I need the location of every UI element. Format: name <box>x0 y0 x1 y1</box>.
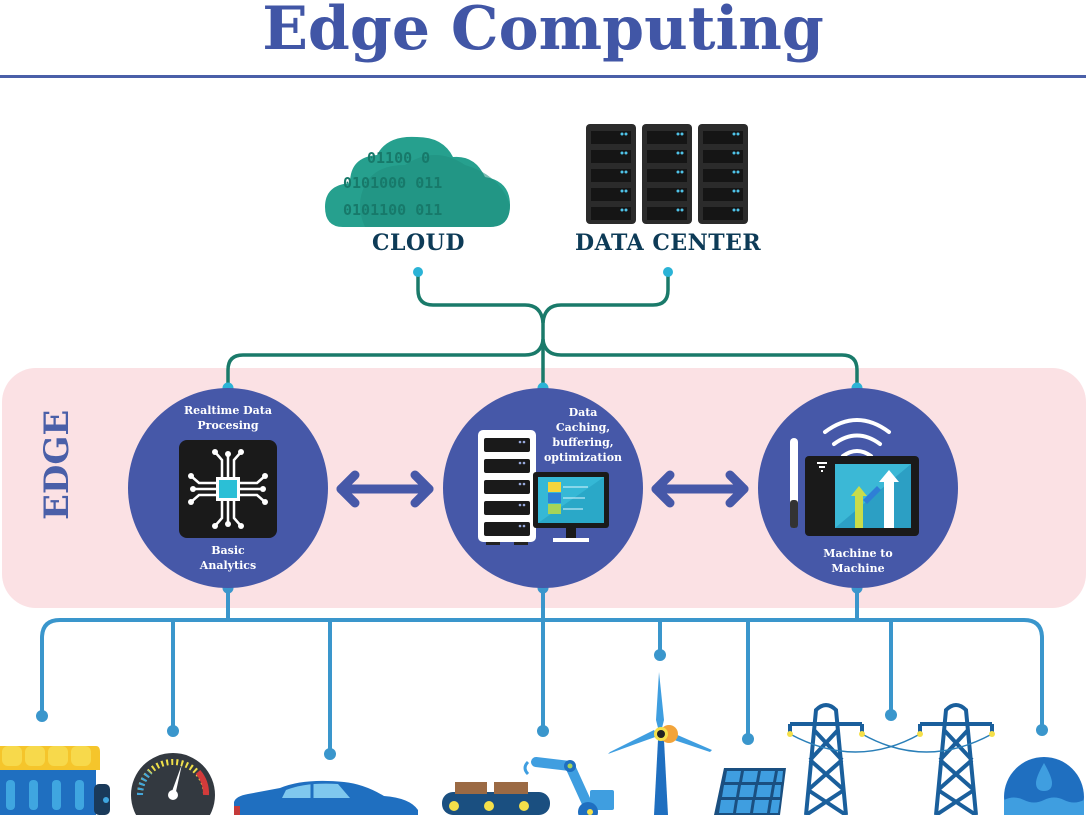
title-divider <box>0 75 1086 78</box>
realtime-title-line2: Procesing <box>197 419 259 432</box>
engine-icon <box>0 746 110 815</box>
car-icon <box>234 780 418 815</box>
cloud-icon: 01100 0 0101000 011 0101100 011 <box>325 136 510 227</box>
data-center-label: DATA CENTER <box>575 230 762 256</box>
svg-text:0101000 011: 0101000 011 <box>343 174 442 192</box>
realtime-subtitle-line2: Analytics <box>199 559 257 572</box>
solar-panel-icon <box>714 768 786 815</box>
caching-title-line2: Caching, <box>555 421 611 434</box>
wireless-tablet-chart-icon <box>790 418 919 536</box>
server-rack-icon <box>478 430 536 545</box>
caching-title-line1: Data <box>568 406 598 419</box>
realtime-subtitle-line1: Basic <box>211 544 245 557</box>
realtime-subtitle: Basic Analytics <box>168 543 288 573</box>
svg-text:0101100 011: 0101100 011 <box>343 201 442 219</box>
speedometer-icon <box>131 753 215 815</box>
page-title: Edge Computing <box>262 0 824 64</box>
bidirectional-arrow-icon <box>651 470 749 508</box>
processor-chip-icon <box>179 440 277 538</box>
realtime-title: Realtime Data Procesing <box>168 403 288 433</box>
power-pylons-icon <box>787 703 995 815</box>
caching-title-line4: optimization <box>543 451 623 464</box>
caching-title-line3: buffering, <box>552 436 614 449</box>
svg-text:01100 0: 01100 0 <box>367 149 430 167</box>
caching-title: Data Caching, buffering, optimization <box>533 405 633 465</box>
cloud-label: CLOUD <box>372 230 465 256</box>
m2m-title: Machine to Machine <box>808 546 908 576</box>
robotic-arm-conveyor-icon <box>442 757 614 815</box>
bidirectional-arrow-icon <box>336 470 434 508</box>
wind-turbine-icon <box>608 672 712 815</box>
water-drop-icon <box>1004 757 1084 815</box>
monitor-icon <box>533 472 609 542</box>
realtime-title-line1: Realtime Data <box>183 404 273 417</box>
server-racks-icon <box>586 124 748 224</box>
m2m-title-line2: Machine <box>831 562 885 575</box>
m2m-title-line1: Machine to <box>823 547 893 560</box>
